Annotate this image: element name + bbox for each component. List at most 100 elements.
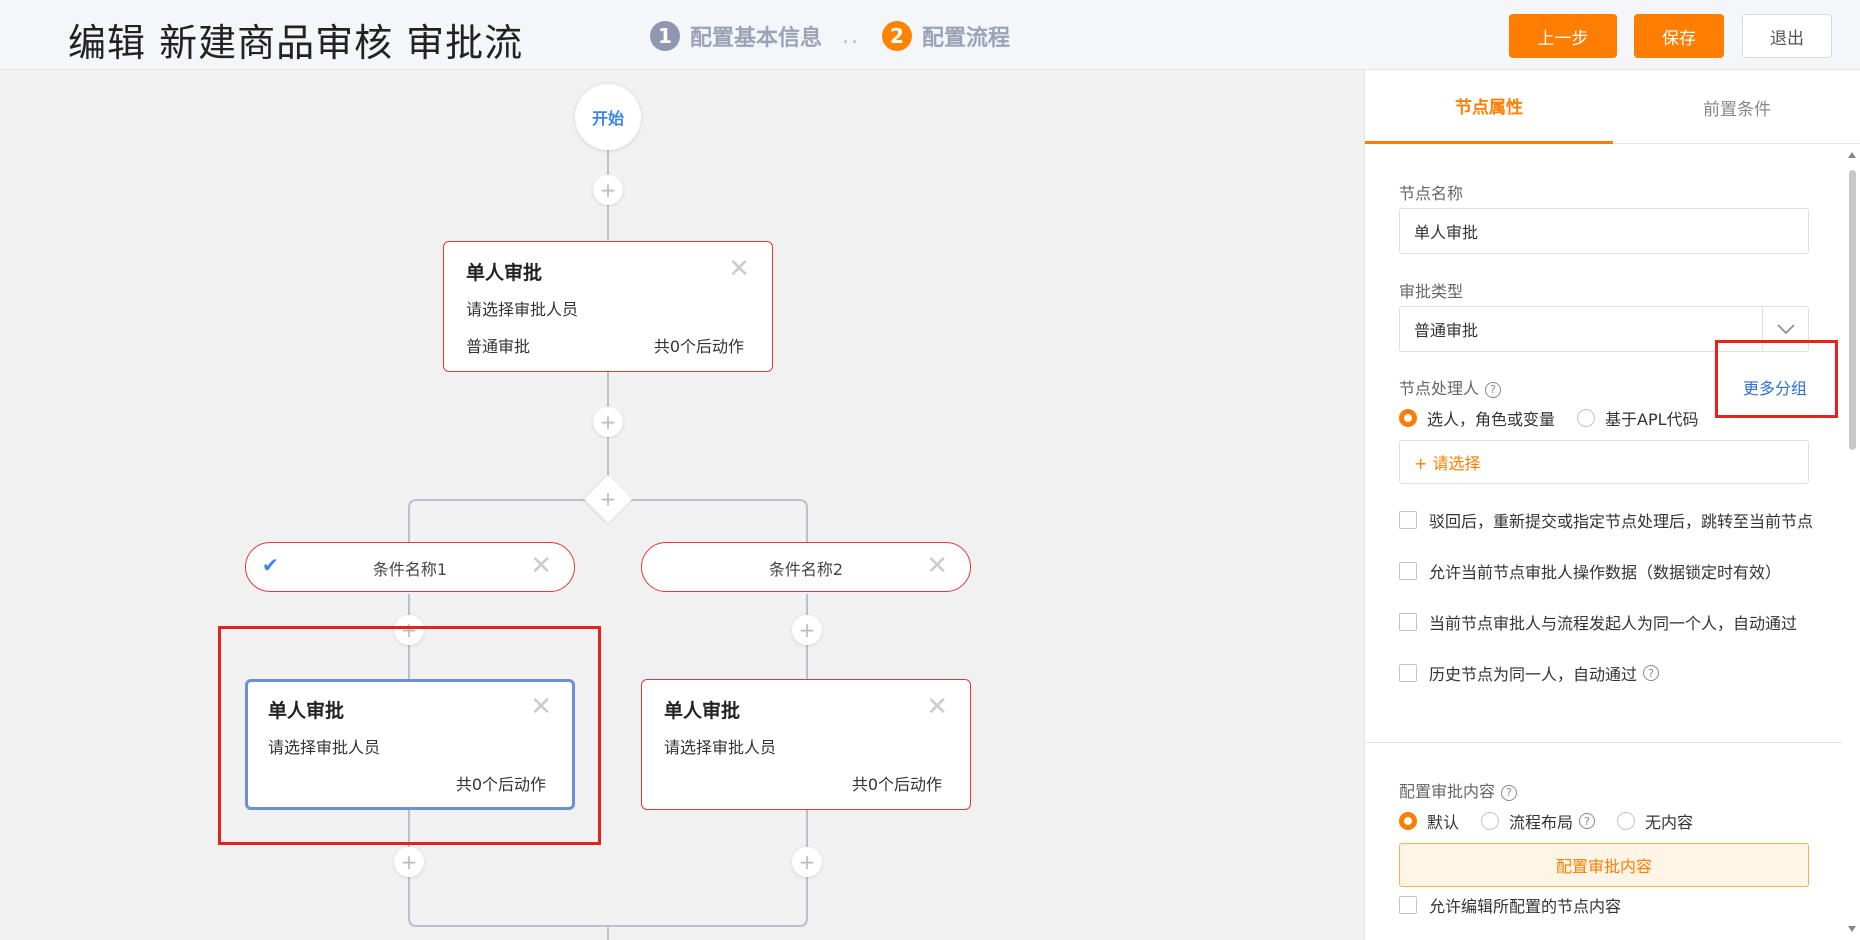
config-approval-content-button[interactable]: 配置审批内容 bbox=[1399, 843, 1809, 887]
content-radio-group: 默认 流程布局 ? 无内容 bbox=[1399, 809, 1693, 833]
node-actions-count: 共0个后动作 bbox=[653, 337, 744, 356]
step-indicator: 1 配置基本信息 .. 2 配置流程 bbox=[650, 18, 1010, 54]
exit-button[interactable]: 退出 bbox=[1742, 14, 1832, 58]
properties-panel: 节点属性 前置条件 节点名称 单人审批 审批类型 普通审批 节点处理人? 更多分… bbox=[1364, 70, 1860, 940]
node-name-input[interactable]: 单人审批 bbox=[1399, 208, 1809, 254]
close-icon[interactable]: ✕ bbox=[728, 254, 750, 284]
add-branch-plus-icon[interactable]: + bbox=[599, 487, 617, 511]
approval-node-top[interactable]: 单人审批 ✕ 请选择审批人员 普通审批 共0个后动作 bbox=[443, 241, 773, 372]
condition-name: 条件名称1 bbox=[372, 560, 448, 579]
tab-preconditions[interactable]: 前置条件 bbox=[1703, 99, 1771, 120]
step-basic-info[interactable]: 1 配置基本信息 bbox=[650, 20, 822, 52]
more-group-link[interactable]: 更多分组 bbox=[1743, 379, 1808, 398]
checkbox-label: 历史节点为同一人，自动通过 bbox=[1429, 665, 1638, 684]
close-icon[interactable]: ✕ bbox=[926, 551, 948, 581]
condition-node-2[interactable]: 条件名称2 ✕ bbox=[641, 542, 971, 592]
approval-content-label-text: 配置审批内容 bbox=[1399, 782, 1496, 801]
node-actions-count: 共0个后动作 bbox=[455, 775, 546, 794]
panel-scrollbar[interactable] bbox=[1844, 144, 1860, 940]
flow-canvas[interactable]: 开始 + 单人审批 ✕ 请选择审批人员 普通审批 共0个后动作 + + ✔ 条件… bbox=[0, 70, 1364, 940]
scroll-up-icon[interactable] bbox=[1848, 152, 1856, 158]
checkbox-row[interactable]: 驳回后，重新提交或指定节点处理后，跳转至当前节点 bbox=[1399, 508, 1813, 532]
checkbox-label: 驳回后，重新提交或指定节点处理后，跳转至当前节点 bbox=[1429, 512, 1814, 531]
approval-node-branch-2[interactable]: 单人审批 ✕ 请选择审批人员 共0个后动作 bbox=[641, 679, 971, 810]
node-title: 单人审批 bbox=[466, 262, 543, 284]
radio-label: 选人，角色或变量 bbox=[1427, 410, 1556, 429]
help-icon[interactable]: ? bbox=[1643, 665, 1660, 681]
tab-node-properties[interactable]: 节点属性 bbox=[1365, 70, 1613, 144]
approval-content-label: 配置审批内容? bbox=[1399, 778, 1518, 802]
close-icon[interactable]: ✕ bbox=[530, 551, 552, 581]
step-flow-config[interactable]: 2 配置流程 bbox=[882, 20, 1010, 52]
radio-label: 默认 bbox=[1427, 813, 1460, 832]
checkbox-icon[interactable] bbox=[1399, 511, 1417, 529]
node-handler-label-text: 节点处理人 bbox=[1399, 379, 1480, 398]
save-button[interactable]: 保存 bbox=[1634, 14, 1724, 58]
step-separator: .. bbox=[842, 23, 861, 49]
condition-name: 条件名称2 bbox=[768, 560, 844, 579]
handler-radio-group: 选人，角色或变量 基于APL代码 bbox=[1399, 406, 1699, 430]
radio-checked-icon bbox=[1399, 812, 1417, 830]
help-icon[interactable]: ? bbox=[1501, 784, 1518, 801]
radio-label: 流程布局 bbox=[1509, 813, 1574, 832]
step-number-2: 2 bbox=[882, 21, 913, 51]
close-icon[interactable]: ✕ bbox=[926, 692, 948, 722]
add-node-plus-icon[interactable]: + bbox=[394, 847, 424, 877]
node-title: 单人审批 bbox=[664, 700, 741, 722]
scroll-thumb[interactable] bbox=[1849, 170, 1856, 450]
checkbox-label: 当前节点审批人与流程发起人为同一个人，自动通过 bbox=[1429, 614, 1798, 633]
step-number-1: 1 bbox=[650, 21, 680, 51]
add-node-plus-icon[interactable]: + bbox=[593, 175, 623, 205]
checkbox-icon[interactable] bbox=[1399, 896, 1417, 914]
checkbox-icon[interactable] bbox=[1399, 562, 1417, 580]
add-node-plus-icon[interactable]: + bbox=[394, 615, 424, 645]
node-subtitle: 请选择审批人员 bbox=[664, 738, 777, 757]
radio-label: 无内容 bbox=[1645, 813, 1694, 832]
radio-default[interactable]: 默认 bbox=[1399, 809, 1459, 833]
close-icon[interactable]: ✕ bbox=[530, 692, 552, 722]
checkbox-icon[interactable] bbox=[1399, 613, 1417, 631]
chevron-down-icon[interactable] bbox=[1762, 307, 1808, 351]
scroll-down-icon[interactable] bbox=[1848, 926, 1856, 932]
add-node-plus-icon[interactable]: + bbox=[593, 407, 623, 437]
radio-label: 基于APL代码 bbox=[1605, 410, 1699, 429]
handler-select-box[interactable]: + 请选择 bbox=[1399, 440, 1809, 484]
approval-type-value: 普通审批 bbox=[1414, 321, 1479, 340]
approval-node-branch-1[interactable]: 单人审批 ✕ 请选择审批人员 共0个后动作 bbox=[245, 679, 575, 810]
header-bar: 编辑 新建商品审核 审批流 1 配置基本信息 .. 2 配置流程 上一步 保存 … bbox=[0, 0, 1860, 70]
radio-select-person[interactable]: 选人，角色或变量 bbox=[1399, 406, 1555, 430]
prev-step-button[interactable]: 上一步 bbox=[1509, 14, 1617, 58]
radio-unchecked-icon bbox=[1481, 812, 1500, 830]
step-label-1: 配置基本信息 bbox=[690, 26, 823, 51]
radio-no-content[interactable]: 无内容 bbox=[1617, 809, 1693, 833]
node-handler-label: 节点处理人? bbox=[1399, 375, 1502, 399]
checkbox-row[interactable]: 允许编辑所配置的节点内容 bbox=[1399, 893, 1621, 917]
highlight-box bbox=[218, 626, 601, 845]
node-subtitle: 请选择审批人员 bbox=[268, 738, 381, 757]
radio-checked-icon bbox=[1399, 409, 1417, 427]
node-subtitle: 请选择审批人员 bbox=[466, 300, 579, 319]
step-label-2: 配置流程 bbox=[922, 26, 1011, 51]
help-icon[interactable]: ? bbox=[1579, 813, 1596, 829]
approval-type-label: 审批类型 bbox=[1399, 282, 1464, 301]
checkbox-icon[interactable] bbox=[1399, 664, 1417, 682]
approval-type-select[interactable]: 普通审批 bbox=[1399, 306, 1809, 352]
add-node-plus-icon[interactable]: + bbox=[792, 847, 822, 877]
check-icon: ✔ bbox=[262, 553, 279, 577]
checkbox-row[interactable]: 历史节点为同一人，自动通过 ? bbox=[1399, 661, 1660, 685]
start-node[interactable]: 开始 bbox=[575, 84, 641, 150]
node-name-label: 节点名称 bbox=[1399, 184, 1464, 203]
radio-unchecked-icon bbox=[1617, 812, 1636, 830]
radio-flow-layout[interactable]: 流程布局 ? bbox=[1481, 809, 1596, 833]
help-icon[interactable]: ? bbox=[1485, 381, 1502, 398]
radio-unchecked-icon bbox=[1577, 409, 1596, 427]
node-type: 普通审批 bbox=[466, 337, 531, 356]
condition-node-1[interactable]: ✔ 条件名称1 ✕ bbox=[245, 542, 575, 592]
highlight-box bbox=[1715, 340, 1838, 418]
add-node-plus-icon[interactable]: + bbox=[792, 615, 822, 645]
radio-apl-code[interactable]: 基于APL代码 bbox=[1577, 406, 1699, 430]
checkbox-row[interactable]: 允许当前节点审批人操作数据（数据锁定时有效） bbox=[1399, 559, 1781, 583]
checkbox-row[interactable]: 当前节点审批人与流程发起人为同一个人，自动通过 bbox=[1399, 610, 1797, 634]
checkbox-label: 允许编辑所配置的节点内容 bbox=[1429, 897, 1622, 916]
page-title: 编辑 新建商品审核 审批流 bbox=[68, 21, 524, 65]
